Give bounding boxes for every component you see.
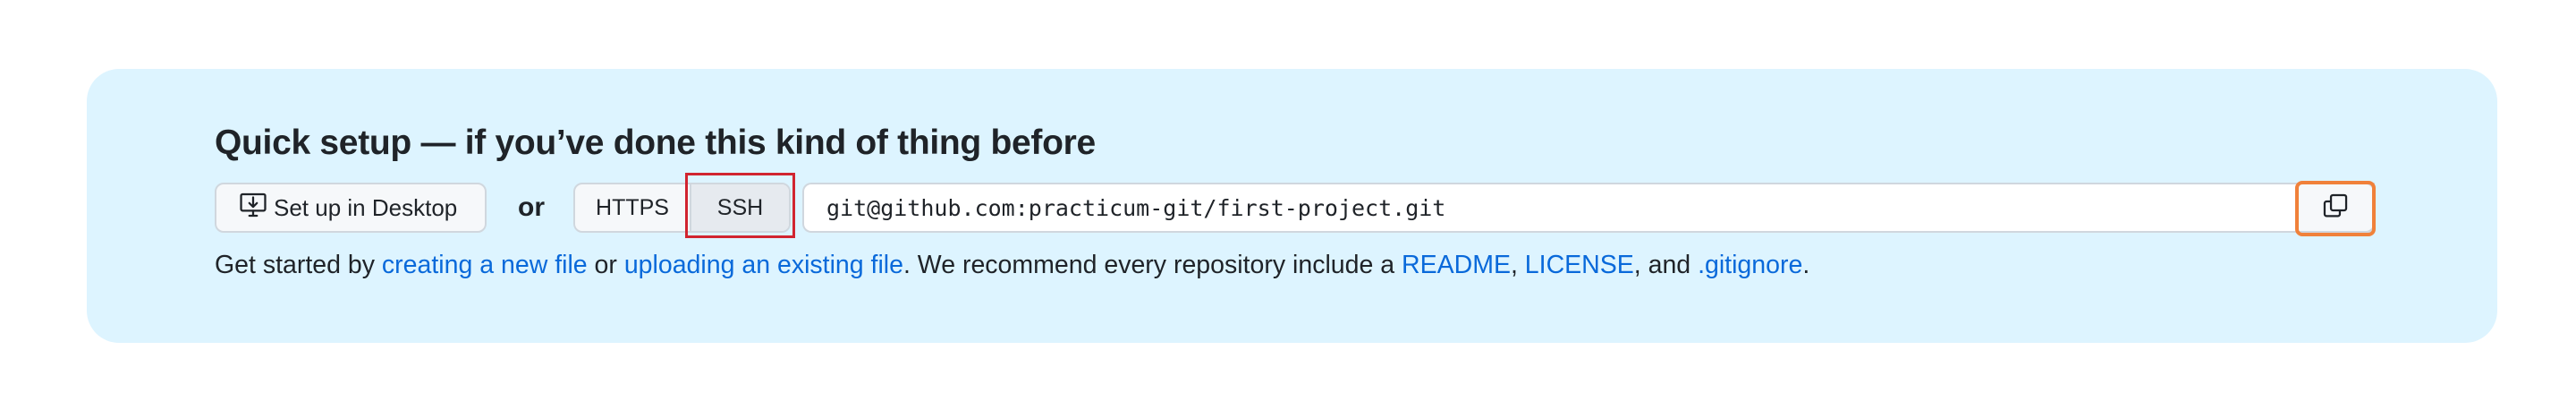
upload-existing-file-link[interactable]: uploading an existing file <box>623 251 903 279</box>
help-prefix: Get started by <box>215 251 382 279</box>
or-label: or <box>518 192 545 222</box>
license-link[interactable]: LICENSE <box>1524 251 1634 279</box>
copy-icon <box>2320 191 2351 226</box>
help-mid1: or <box>587 251 624 279</box>
help-text: Get started by creating a new file or up… <box>215 248 1809 282</box>
gitignore-link[interactable]: .gitignore <box>1698 251 1803 279</box>
clone-url-field[interactable]: git@github.com:practicum-git/first-proje… <box>802 183 2375 233</box>
help-sep1: , <box>1510 251 1525 279</box>
copy-url-button[interactable] <box>2296 183 2375 233</box>
help-sep2: , and <box>1633 251 1699 279</box>
help-mid2: . We recommend every repository include … <box>902 251 1402 279</box>
help-suffix: . <box>1802 251 1810 279</box>
quick-setup-heading: Quick setup — if you’ve done this kind o… <box>215 124 1096 162</box>
clone-url-text: git@github.com:practicum-git/first-proje… <box>826 194 1446 221</box>
protocol-toggle: HTTPS SSH <box>573 183 791 233</box>
readme-link[interactable]: README <box>1402 251 1511 279</box>
setup-in-desktop-button[interactable]: Set up in Desktop <box>215 183 487 233</box>
ssh-button[interactable]: SSH <box>691 184 789 231</box>
https-button[interactable]: HTTPS <box>575 184 691 231</box>
desktop-download-icon <box>238 190 268 226</box>
setup-in-desktop-label: Set up in Desktop <box>274 193 458 221</box>
create-new-file-link[interactable]: creating a new file <box>381 251 588 279</box>
